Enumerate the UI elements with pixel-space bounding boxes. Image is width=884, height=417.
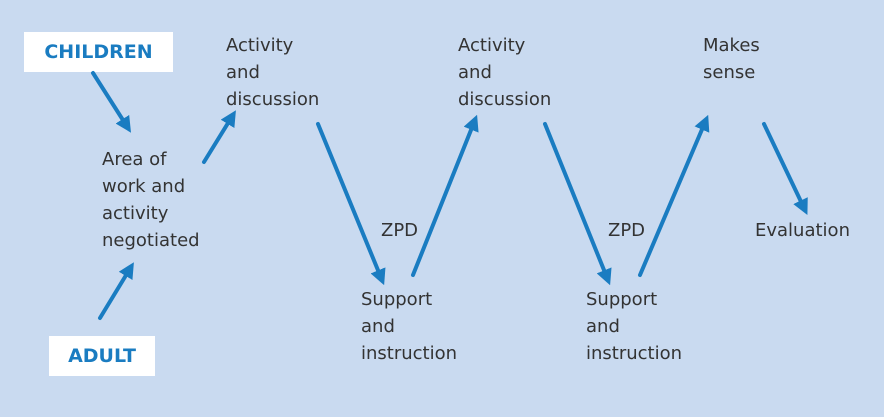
arrow-support-2-to-makes-sense (638, 114, 710, 277)
arrow-activity-1-to-support-1 (316, 122, 386, 286)
zpd-label-1: ZPD (381, 220, 419, 241)
node-evaluation: Evaluation (755, 220, 850, 241)
arrow-adult-to-area (98, 262, 134, 320)
arrow-makes-sense-to-evaluation (762, 122, 808, 216)
adult-label-box: ADULT (49, 336, 155, 376)
children-label: CHILDREN (44, 41, 153, 63)
node-activity-2: Activity and discussion (458, 35, 552, 110)
zpd-label-2: ZPD (608, 220, 646, 241)
arrow-area-to-activity-1 (202, 110, 236, 164)
node-support-2: Support and instruction (586, 289, 683, 364)
node-support-1: Support and instruction (361, 289, 458, 364)
arrow-support-1-to-activity-2 (411, 114, 479, 277)
arrow-activity-2-to-support-2 (543, 122, 612, 286)
node-makes-sense: Makes sense (703, 35, 760, 83)
arrow-children-to-area (91, 71, 132, 133)
node-activity-1: Activity and discussion (226, 35, 320, 110)
node-area-negotiated: Area of work and activity negotiated (102, 149, 200, 251)
adult-label: ADULT (68, 345, 136, 367)
children-label-box: CHILDREN (24, 32, 173, 72)
